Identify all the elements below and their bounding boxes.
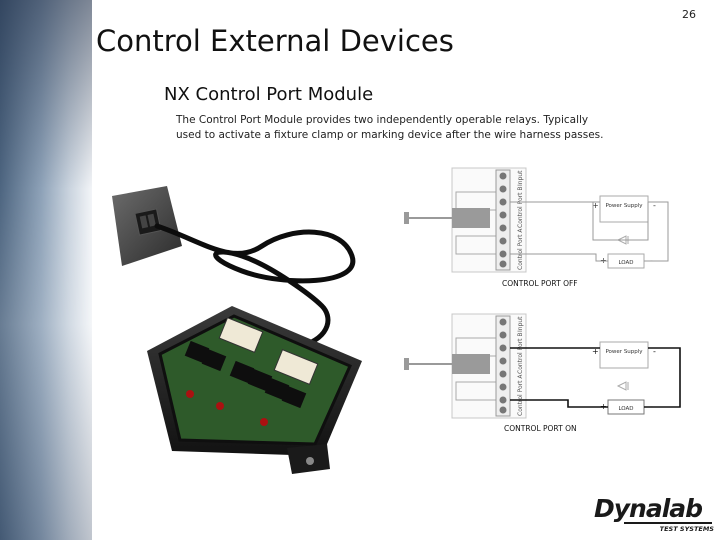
control-port-b-label: Control Port B bbox=[517, 332, 524, 374]
power-minus-sign: - bbox=[653, 347, 656, 356]
wiring-diagram-off: Input Control Port B Control Port A Powe… bbox=[404, 167, 669, 273]
dynalab-logo: Dynalab TEST SYSTEMS bbox=[594, 494, 716, 534]
slide-description: The Control Port Module provides two ind… bbox=[176, 114, 604, 141]
page-number: 26 bbox=[682, 8, 696, 21]
wires bbox=[510, 201, 669, 262]
control-port-module-photo bbox=[112, 186, 362, 474]
power-minus-sign: - bbox=[653, 201, 656, 210]
power-supply-box bbox=[599, 195, 649, 223]
input-label: Input bbox=[517, 170, 524, 186]
slide-title: Control External Devices bbox=[96, 24, 454, 58]
caption-control-port-off: CONTROL PORT OFF bbox=[502, 279, 578, 288]
control-port-b-label: Control Port B bbox=[517, 186, 524, 228]
caption-control-port-on: CONTROL PORT ON bbox=[504, 424, 577, 433]
power-supply-box bbox=[599, 341, 649, 369]
connector-plug bbox=[404, 208, 490, 228]
power-plus-sign: + bbox=[592, 201, 599, 210]
power-supply-label: Power Supply bbox=[605, 203, 643, 209]
logo-underline bbox=[624, 522, 712, 524]
sidebar-sheen bbox=[0, 0, 92, 540]
load-label: LOAD bbox=[618, 406, 633, 412]
control-port-a-label: Control Port A bbox=[517, 228, 524, 270]
power-plus-sign: + bbox=[592, 347, 599, 356]
wiring-diagram-on: Input Control Port B Control Port A Powe… bbox=[404, 313, 681, 419]
power-supply-label: Power Supply bbox=[605, 349, 643, 355]
logo-tagline: TEST SYSTEMS bbox=[659, 525, 714, 533]
cable bbox=[154, 223, 356, 349]
diode-symbol bbox=[616, 381, 629, 391]
wires-active bbox=[510, 347, 681, 408]
load-label: LOAD bbox=[618, 260, 633, 266]
control-port-a-label: Control Port A bbox=[517, 374, 524, 416]
slide-subtitle: NX Control Port Module bbox=[164, 84, 374, 105]
input-label: Input bbox=[517, 316, 524, 332]
module-enclosure bbox=[147, 306, 362, 474]
host-device bbox=[112, 186, 182, 266]
connector-plug bbox=[404, 354, 490, 374]
logo-wordmark: Dynalab bbox=[594, 494, 703, 523]
